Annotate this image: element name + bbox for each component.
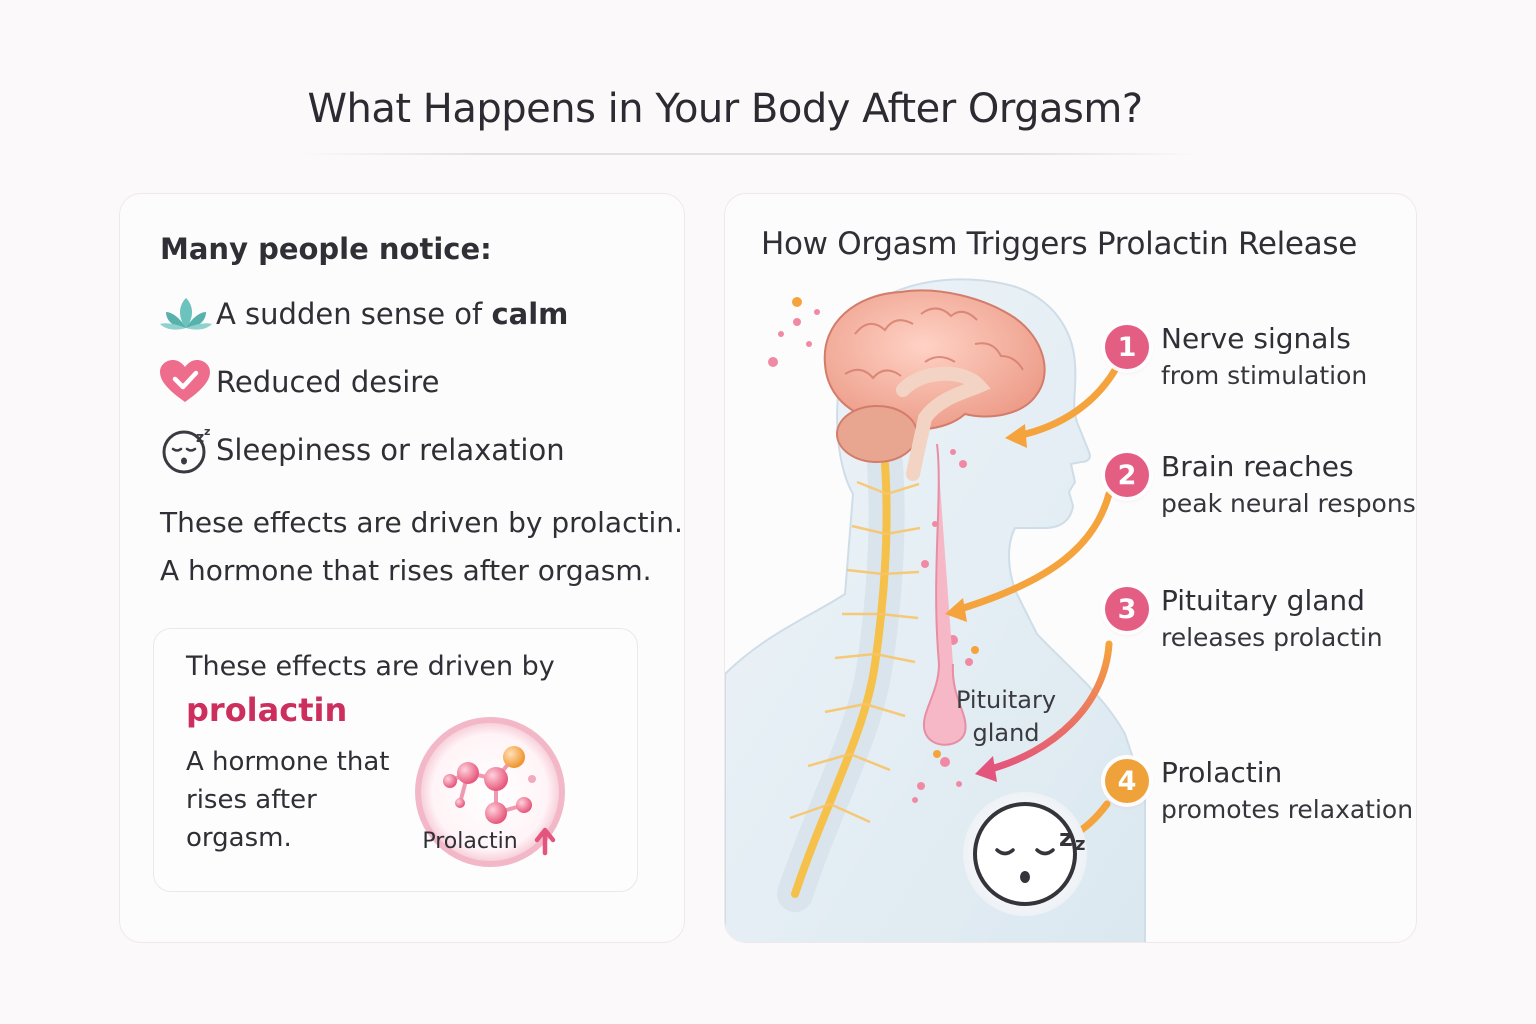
symptom-text: Sleepiness or relaxation bbox=[216, 433, 565, 467]
molecule-label: Prolactin bbox=[422, 829, 517, 854]
svg-text:z: z bbox=[196, 430, 204, 446]
step-number-badge: 4 bbox=[1105, 759, 1149, 803]
step-number-badge: 1 bbox=[1105, 325, 1149, 369]
card-description-line: A hormone that bbox=[186, 747, 390, 777]
step-detail: releases prolactin bbox=[1161, 623, 1383, 652]
sleeping-face-icon: z z bbox=[963, 792, 1087, 916]
title-divider bbox=[300, 153, 1200, 155]
step-number-badge: 2 bbox=[1105, 453, 1149, 497]
card-intro: These effects are driven by bbox=[186, 651, 555, 682]
step-detail: promotes relaxation bbox=[1161, 795, 1414, 824]
step-title: Prolactin bbox=[1161, 756, 1283, 789]
step-1: 1 Nerve signals from stimulation bbox=[1105, 320, 1367, 394]
step-4: 4 Prolactin promotes relaxation bbox=[1105, 754, 1413, 828]
pituitary-label-line: Pituitary bbox=[955, 686, 1057, 714]
step-3: 3 Pituitary gland releases prolactin bbox=[1105, 582, 1383, 656]
symptom-item-desire: Reduced desire bbox=[158, 357, 439, 407]
svg-text:z: z bbox=[1059, 824, 1073, 852]
process-heading: How Orgasm Triggers Prolactin Release bbox=[761, 226, 1358, 262]
prolactin-molecule-icon: Prolactin bbox=[415, 717, 565, 867]
pituitary-label: Pituitary gland bbox=[941, 684, 1071, 750]
flow-arrows bbox=[953, 366, 1119, 838]
symptom-item-sleepiness: z z Sleepiness or relaxation bbox=[158, 425, 565, 475]
card-highlight: prolactin bbox=[186, 691, 348, 729]
step-detail: peak neural response bbox=[1161, 489, 1417, 518]
prolactin-explanation-line2: A hormone that rises after orgasm. bbox=[160, 554, 652, 587]
anatomy-illustration: z z bbox=[725, 278, 1146, 942]
card-description-line: orgasm. bbox=[186, 823, 292, 853]
symptom-item-calm: A sudden sense of calm bbox=[158, 289, 568, 339]
svg-text:z: z bbox=[1075, 834, 1085, 855]
card-description: A hormone that rises after orgasm. bbox=[186, 743, 406, 857]
heart-check-icon bbox=[158, 357, 216, 407]
step-title: Pituitary gland bbox=[1161, 584, 1365, 617]
step-title: Nerve signals bbox=[1161, 322, 1351, 355]
page-title: What Happens in Your Body After Orgasm? bbox=[307, 86, 1143, 132]
step-detail: from stimulation bbox=[1161, 361, 1368, 390]
step-2: 2 Brain reaches peak neural response bbox=[1105, 448, 1417, 522]
step-number-badge: 3 bbox=[1105, 587, 1149, 631]
process-panel: How Orgasm Triggers Prolactin Release bbox=[724, 193, 1417, 943]
symptom-text: Reduced desire bbox=[216, 365, 440, 399]
pituitary-label-line: gland bbox=[972, 719, 1040, 747]
effects-panel: Many people notice: A sudden sense of ca… bbox=[119, 193, 685, 943]
pituitary-gland bbox=[922, 443, 967, 746]
lotus-icon bbox=[158, 289, 216, 339]
symptom-text: A sudden sense of bbox=[216, 297, 492, 331]
card-description-line: rises after bbox=[186, 785, 317, 815]
step-title: Brain reaches bbox=[1161, 450, 1354, 483]
arrow-up-icon bbox=[534, 827, 556, 856]
prolactin-explanation-line1: These effects are driven by prolactin. bbox=[160, 506, 683, 539]
sleepy-face-icon: z z bbox=[158, 425, 216, 475]
prolactin-card: These effects are driven by prolactin A … bbox=[153, 628, 638, 892]
symptom-emphasis: calm bbox=[491, 297, 569, 331]
notice-heading: Many people notice: bbox=[160, 232, 492, 266]
svg-text:z: z bbox=[204, 425, 210, 438]
